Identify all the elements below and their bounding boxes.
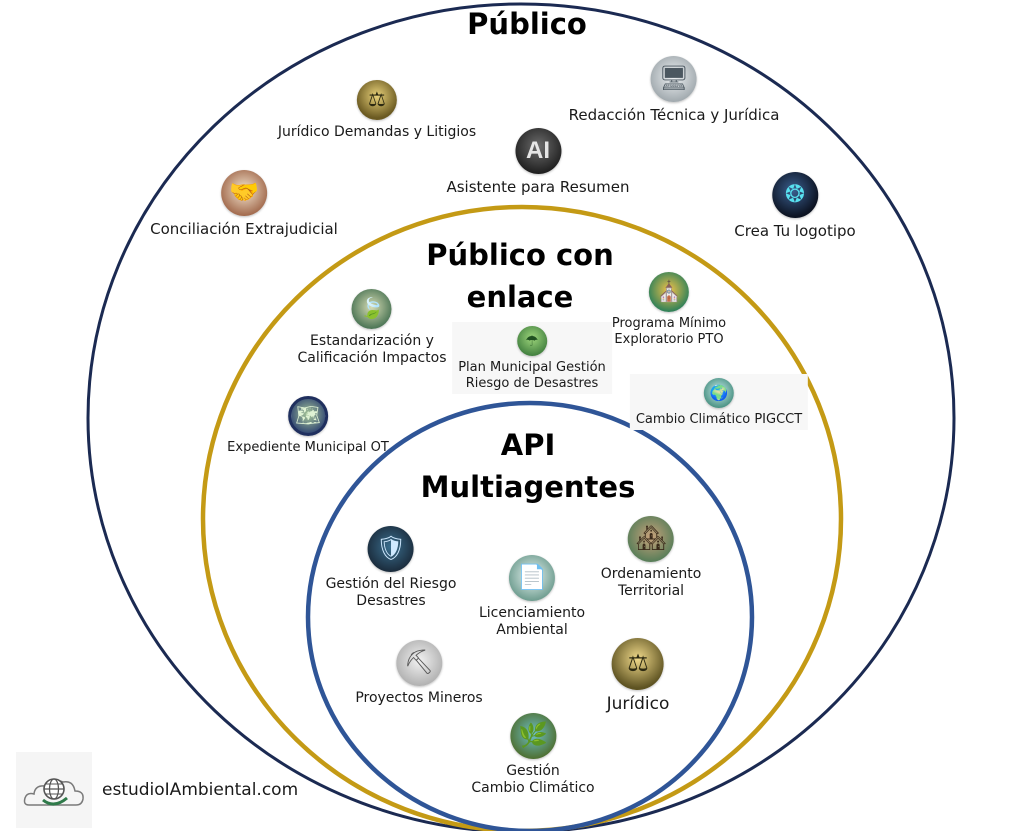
river-landscape-icon: 🌿: [509, 713, 556, 759]
logo-swirl-icon: ❂: [771, 172, 818, 218]
city-plan-icon: 🏘: [628, 516, 674, 562]
label-line: Exploratorio PTO: [614, 331, 724, 347]
zone-title-line: API: [500, 428, 556, 462]
label-line: Ordenamiento: [600, 566, 702, 582]
service-cambio-climatico-pigcct[interactable]: 🌍 Cambio Climático PIGCCT: [629, 374, 809, 430]
ai-summarizer-icon: AI: [514, 128, 561, 174]
service-label: Redacción Técnica y Jurídica: [568, 106, 780, 124]
service-programa-minimo-exploratorio[interactable]: ⛪ Programa Mínimo Exploratorio PTO: [612, 272, 726, 348]
label-line: Riesgo de Desastres: [465, 375, 599, 391]
service-estandarizacion-calificacion-impactos[interactable]: 🍃 Estandarización y Calificación Impacto…: [298, 289, 447, 367]
municipal-emblem-icon: ⛪: [649, 272, 689, 312]
territorial-map-icon: 🗺: [288, 396, 328, 436]
label-line: Programa Mínimo: [611, 316, 727, 331]
service-juridico[interactable]: ⚖ Jurídico: [606, 638, 670, 715]
service-crea-tu-logotipo[interactable]: ❂ Crea Tu logotipo: [734, 172, 856, 240]
brand-website-link[interactable]: estudioIAmbiental.com: [102, 780, 299, 800]
justice-scales-icon: ⚖: [611, 638, 664, 690]
cloud-globe-icon: [16, 752, 92, 828]
umbrella-village-icon: ☂: [516, 326, 547, 356]
service-plan-municipal-gestion-riesgo[interactable]: ☂ Plan Municipal Gestión Riesgo de Desas…: [452, 322, 612, 394]
service-asistente-resumen[interactable]: AI Asistente para Resumen: [446, 128, 630, 196]
service-proyectos-mineros[interactable]: ⛏ Proyectos Mineros: [355, 640, 483, 707]
service-gestion-cambio-climatico[interactable]: 🌿 Gestión Cambio Climático: [471, 713, 595, 797]
service-juridico-demandas-litigios[interactable]: ⚖ Jurídico Demandas y Litigios: [278, 80, 476, 141]
leaf-water-icon: 🍃: [351, 289, 392, 329]
middle-ring-publico-con-enlace: [200, 204, 844, 831]
inner-ring-api-multiagentes: [305, 400, 755, 831]
service-gestion-riesgo-desastres[interactable]: 🛡 Gestión del Riesgo Desastres: [326, 526, 457, 610]
outer-ring-publico: [86, 2, 956, 831]
zone-title-api-multiagentes: API Multiagentes: [421, 424, 636, 508]
globe-in-hands-icon: 🌍: [704, 378, 734, 408]
service-label: Crea Tu logotipo: [734, 222, 856, 240]
label-line: Licenciamiento: [478, 605, 586, 621]
service-licenciamiento-ambiental[interactable]: 📄 Licenciamiento Ambiental: [479, 555, 585, 639]
service-redaccion-tecnica-juridica[interactable]: 🖥 Redacción Técnica y Jurídica: [568, 56, 780, 124]
service-label: Gestión del Riesgo Desastres: [326, 576, 457, 610]
label-line: Gestión del Riesgo: [325, 576, 457, 592]
label-line: Plan Municipal Gestión: [458, 360, 606, 375]
label-line: Cambio Climático: [471, 780, 595, 797]
service-label: Asistente para Resumen: [446, 178, 630, 196]
zone-title-publico: Público: [467, 7, 587, 41]
label-line: Desastres: [356, 593, 426, 610]
label-line: Calificación Impactos: [297, 350, 447, 367]
service-conciliacion-extrajudicial[interactable]: 🤝 Conciliación Extrajudicial: [150, 170, 338, 238]
service-label: Licenciamiento Ambiental: [479, 605, 585, 639]
zone-title-publico-con-enlace: Público con enlace: [426, 234, 614, 318]
service-label: Expediente Municipal OT: [227, 440, 389, 455]
zone-title-line: Multiagentes: [420, 470, 636, 504]
service-label: Plan Municipal Gestión Riesgo de Desastr…: [458, 360, 606, 392]
cloud-globe-icon: [23, 778, 84, 806]
label-line: Ambiental: [496, 622, 568, 639]
service-ordenamiento-territorial[interactable]: 🏘 Ordenamiento Territorial: [601, 516, 702, 600]
service-label: Conciliación Extrajudicial: [150, 220, 338, 238]
label-line: Gestión: [506, 763, 560, 779]
brand[interactable]: estudioIAmbiental.com: [16, 752, 298, 828]
service-expediente-municipal-ot[interactable]: 🗺 Expediente Municipal OT: [227, 396, 389, 456]
service-label: Jurídico Demandas y Litigios: [277, 124, 477, 140]
service-label: Ordenamiento Territorial: [601, 566, 702, 600]
service-label: Proyectos Mineros: [355, 690, 483, 706]
handshake-scales-icon: 🤝: [220, 170, 267, 216]
service-label: Jurídico: [606, 694, 670, 714]
environmental-document-icon: 📄: [508, 555, 555, 601]
office-desk-icon: 🖥: [650, 56, 697, 102]
scales-of-justice-icon: ⚖: [357, 80, 397, 120]
label-line: Territorial: [617, 583, 685, 600]
zone-title-line: enlace: [466, 280, 574, 314]
service-label: Gestión Cambio Climático: [471, 763, 594, 797]
service-label: Estandarización y Calificación Impactos: [298, 333, 447, 367]
service-label: Cambio Climático PIGCCT: [635, 412, 803, 427]
zone-title-line: Público con: [426, 238, 614, 272]
risk-shield-icon: 🛡: [368, 526, 414, 572]
label-line: Estandarización y: [310, 333, 434, 349]
service-label: Programa Mínimo Exploratorio PTO: [612, 316, 726, 348]
rock-layers-icon: ⛏: [396, 640, 442, 686]
